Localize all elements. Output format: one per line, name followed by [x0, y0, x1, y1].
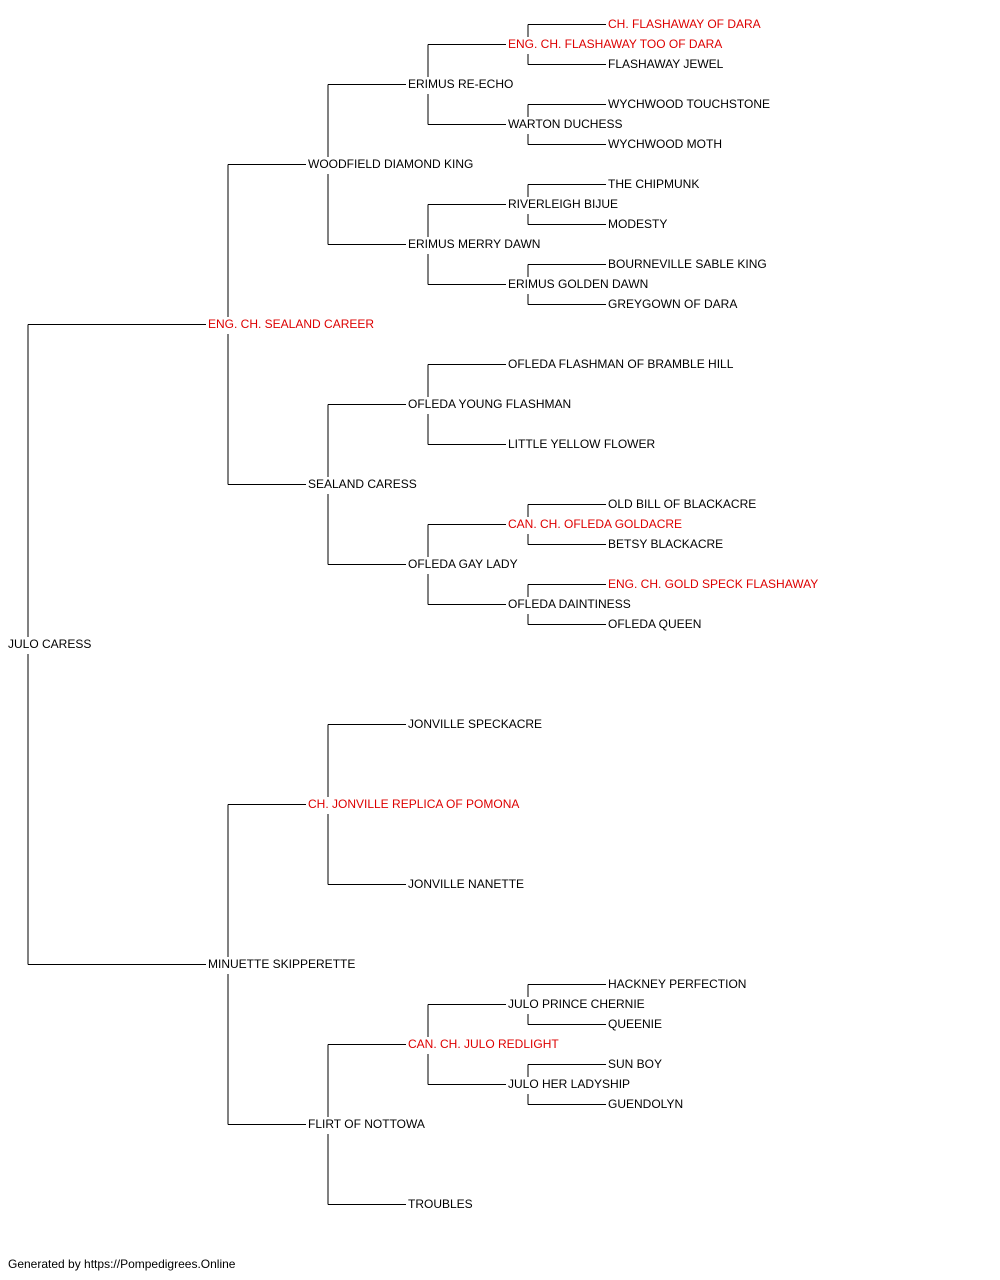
ancestor-name: JONVILLE NANETTE [408, 877, 527, 891]
ancestor-name: ENG. CH. GOLD SPECK FLASHAWAY [608, 577, 821, 591]
ancestor-name: ERIMUS RE-ECHO [408, 77, 516, 91]
ancestor-name: TROUBLES [408, 1197, 475, 1211]
subject-dog-name: JULO CARESS [8, 637, 94, 651]
ancestor-name: FLASHAWAY JEWEL [608, 57, 726, 71]
ancestor-name: GREYGOWN OF DARA [608, 297, 740, 311]
ancestor-name: BETSY BLACKACRE [608, 537, 726, 551]
ancestor-name: OFLEDA DAINTINESS [508, 597, 633, 611]
ancestor-name: JONVILLE SPECKACRE [408, 717, 545, 731]
ancestor-name: CAN. CH. JULO REDLIGHT [408, 1037, 561, 1051]
ancestor-name: OFLEDA GAY LADY [408, 557, 520, 571]
ancestor-name: CH. FLASHAWAY OF DARA [608, 17, 763, 31]
ancestor-name: SEALAND CARESS [308, 477, 419, 491]
ancestor-name: WYCHWOOD TOUCHSTONE [608, 97, 773, 111]
ancestor-name: WOODFIELD DIAMOND KING [308, 157, 476, 171]
ancestor-name: RIVERLEIGH BIJUE [508, 197, 621, 211]
ancestor-name: SUN BOY [608, 1057, 665, 1071]
ancestor-name: THE CHIPMUNK [608, 177, 702, 191]
ancestor-name: OFLEDA YOUNG FLASHMAN [408, 397, 574, 411]
ancestor-name: JULO HER LADYSHIP [508, 1077, 633, 1091]
ancestor-name: ERIMUS GOLDEN DAWN [508, 277, 651, 291]
ancestor-name: WYCHWOOD MOTH [608, 137, 724, 151]
ancestor-name: QUEENIE [608, 1017, 665, 1031]
ancestor-name: OFLEDA FLASHMAN OF BRAMBLE HILL [508, 357, 736, 371]
ancestor-name: LITTLE YELLOW FLOWER [508, 437, 658, 451]
ancestor-name: WARTON DUCHESS [508, 117, 625, 131]
ancestor-name: BOURNEVILLE SABLE KING [608, 257, 769, 271]
ancestor-name: CAN. CH. OFLEDA GOLDACRE [508, 517, 685, 531]
ancestor-name: MODESTY [608, 217, 670, 231]
ancestor-name: OLD BILL OF BLACKACRE [608, 497, 759, 511]
ancestor-name: FLIRT OF NOTTOWA [308, 1117, 427, 1131]
ancestor-name: CH. JONVILLE REPLICA OF POMONA [308, 797, 522, 811]
footer-credit: Generated by https://Pompedigrees.Online [8, 1257, 236, 1271]
ancestor-name: MINUETTE SKIPPERETTE [208, 957, 358, 971]
ancestor-name: ENG. CH. FLASHAWAY TOO OF DARA [508, 37, 725, 51]
ancestor-name: OFLEDA QUEEN [608, 617, 704, 631]
ancestor-name: ERIMUS MERRY DAWN [408, 237, 543, 251]
ancestor-name: GUENDOLYN [608, 1097, 686, 1111]
ancestor-name: JULO PRINCE CHERNIE [508, 997, 647, 1011]
ancestor-name: HACKNEY PERFECTION [608, 977, 749, 991]
ancestor-name: ENG. CH. SEALAND CAREER [208, 317, 377, 331]
